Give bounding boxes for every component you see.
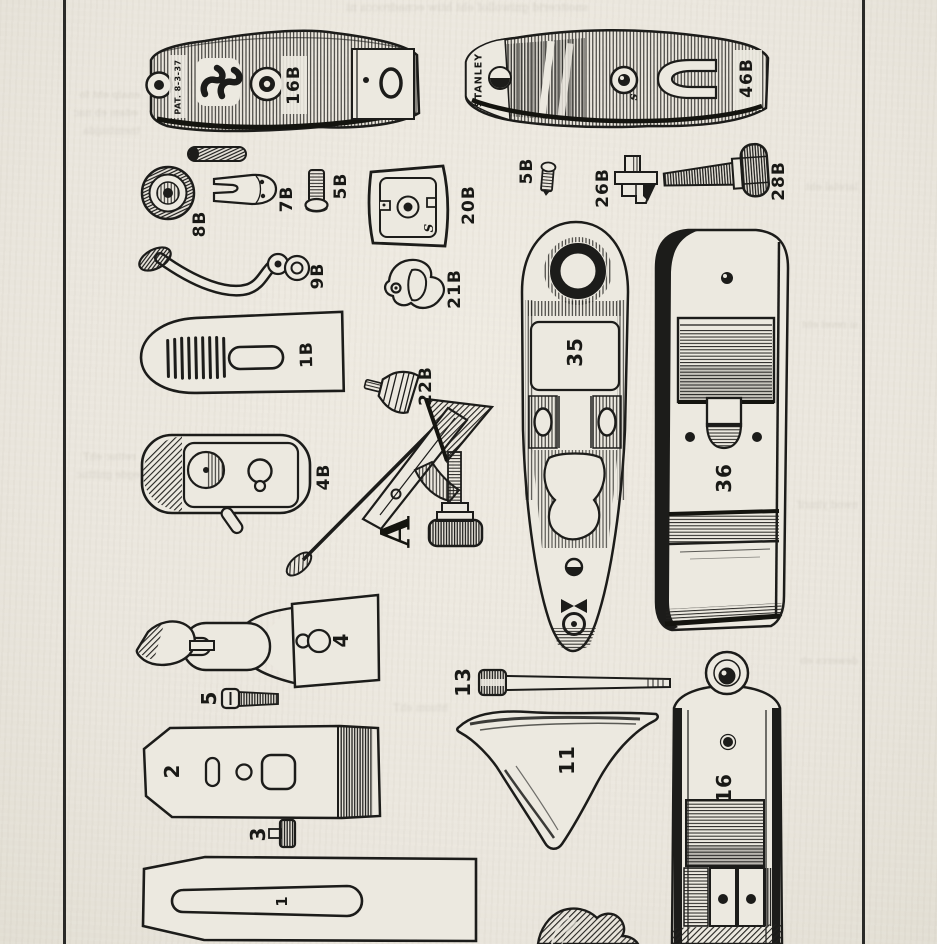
part-13-rod: 13 <box>451 667 671 697</box>
part-label-16B: 16B <box>284 65 304 105</box>
part-28B-adjusting-screw: 28B <box>662 142 789 201</box>
part-label-3: 3 <box>246 827 270 842</box>
part-22B-finger-rest: 22B <box>363 366 436 414</box>
part-4B-cutter-seat: 4B <box>140 433 334 535</box>
part-36-plane-body-side: 36 <box>654 228 790 632</box>
part-label-2: 2 <box>160 764 184 779</box>
part-7B-clip: 7B <box>212 173 297 213</box>
part-5-screw: 5 <box>197 687 279 710</box>
part-label-5B-left: 5B <box>331 173 351 200</box>
part-label-16: 16 <box>712 773 736 803</box>
part-4-lever-cap: 4 <box>135 593 381 689</box>
part-knurled-pin <box>187 146 247 162</box>
part-label-5B-right: 5B <box>517 158 537 185</box>
part-26B-block: 26B <box>593 155 658 208</box>
part-9B-cam-lever: 9B <box>138 246 328 297</box>
part-16-plane-body: 16 <box>670 650 784 944</box>
part-21B-eccentric-plate: 21B <box>383 258 465 310</box>
part-A-adjusting-lever-assembly: A <box>285 397 495 577</box>
part-label-8B: 8B <box>190 211 210 238</box>
part-label-46B: 46B <box>737 58 757 98</box>
part-label-35: 35 <box>563 337 587 367</box>
page-border-right <box>862 0 865 944</box>
part-1B-cutter: 1B <box>139 310 346 395</box>
part-label-20B: 20B <box>459 185 479 225</box>
part-11-curved-casting: 11 <box>456 710 659 850</box>
inscription-s-46B: s <box>626 93 640 100</box>
part-5B-screw-right: 5B <box>517 158 557 196</box>
part-label-13: 13 <box>451 667 475 697</box>
part-3-screw: 3 <box>246 818 297 849</box>
part-label-11: 11 <box>555 745 579 775</box>
part-2-cap-iron: 2 <box>142 724 382 820</box>
part-label-28B: 28B <box>769 161 789 201</box>
part-35-plane-bottom: 35 <box>520 220 630 653</box>
part-20B-plate: S 20B <box>367 164 479 248</box>
part-1-cutter: 1 <box>141 855 478 943</box>
part-label-5: 5 <box>197 691 221 706</box>
inscription-patent: PAT. 8-3-37 <box>174 59 183 114</box>
part-label-22B: 22B <box>416 366 436 406</box>
inscription-stanley: STANLEY <box>474 53 485 107</box>
part-label-1B: 1B <box>297 341 318 368</box>
inscription-s-20B: S <box>422 223 436 232</box>
part-8B-adjusting-nut: 8B <box>140 165 210 238</box>
part-label-4: 4 <box>329 633 353 648</box>
part-46B-lever-cap: STANLEY s 46B <box>464 29 770 129</box>
part-label-A: A <box>373 516 420 549</box>
part-5B-screw-left: 5B <box>304 169 351 213</box>
part-label-7B: 7B <box>277 186 297 213</box>
part-label-26B: 26B <box>593 168 613 208</box>
part-label-4B: 4B <box>314 464 334 491</box>
part-label-9B: 9B <box>308 263 328 290</box>
page-border-left <box>63 0 66 944</box>
part-label-36: 36 <box>712 463 736 493</box>
part-label-21B: 21B <box>445 269 465 309</box>
part-16B-lever-cap: PAT. 8-3-37 16B <box>145 29 421 133</box>
part-knurled-knob-bottom <box>536 907 640 944</box>
part-label-1: 1 <box>273 895 291 906</box>
